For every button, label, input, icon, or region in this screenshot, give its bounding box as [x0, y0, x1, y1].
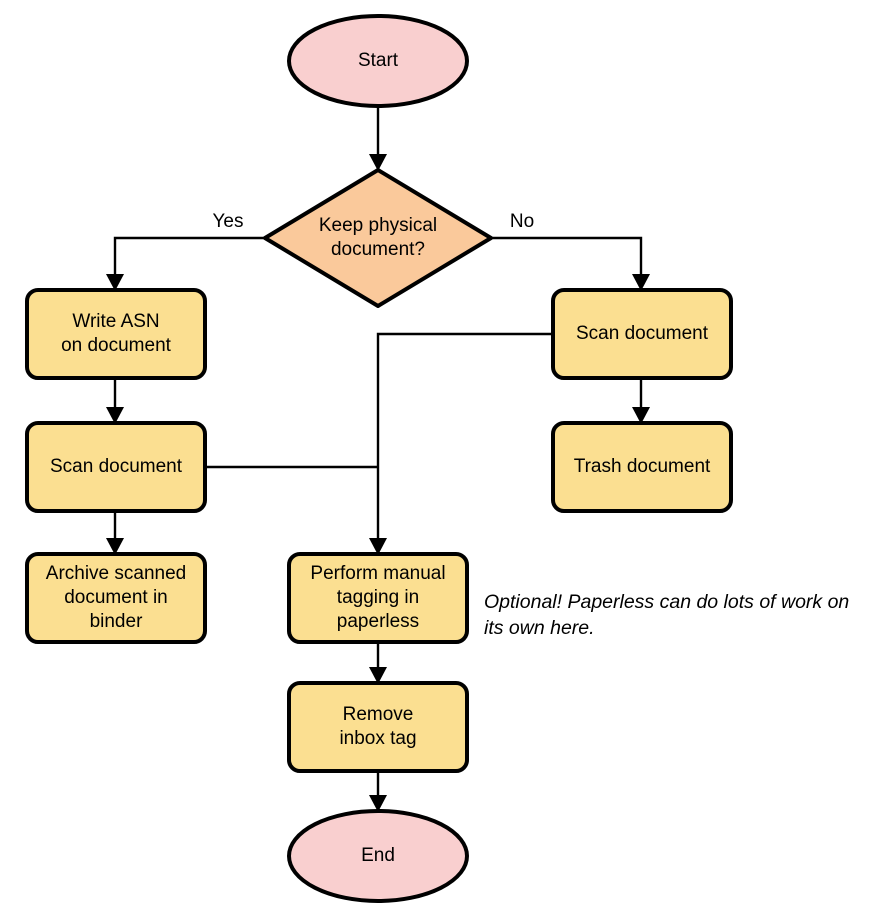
node-shape-rect: [551, 288, 733, 380]
edge-path: [113, 236, 265, 290]
edge-arrowhead: [632, 407, 650, 424]
node-shape-rect: [25, 421, 207, 513]
node-label-start: Start: [358, 50, 399, 71]
annotation-optional-note: Optional! Paperless can do lots of work …: [484, 591, 849, 639]
edge-arrowhead: [106, 407, 124, 424]
edge-scan-right-to-trash: [632, 378, 650, 424]
edge-path: [491, 236, 643, 290]
node-scan-document-left[interactable]: Scan document: [25, 421, 207, 513]
edge-label-no: No: [510, 211, 534, 232]
edge-arrowhead: [369, 154, 387, 171]
node-start[interactable]: Start: [287, 14, 469, 108]
edge-scan-left-to-archive: [106, 511, 124, 555]
edge-arrowhead: [106, 538, 124, 555]
node-shape-ellipse: [287, 809, 469, 903]
node-end[interactable]: End: [287, 809, 469, 903]
node-shape-ellipse: [287, 14, 469, 108]
edge-decision-yes-to-write-asn: Yes: [106, 211, 265, 291]
node-shape-rect: [25, 552, 207, 644]
edge-arrowhead: [632, 274, 650, 291]
annotations-layer: Optional! Paperless can do lots of work …: [484, 591, 849, 639]
edges-layer: Yes No: [106, 106, 650, 812]
node-label-scan-document-right: Scan document: [576, 323, 709, 344]
edge-decision-no-to-scan-right: No: [491, 211, 650, 291]
node-shape-rect: [287, 681, 469, 773]
node-shape-rect: [551, 421, 733, 513]
node-shape-diamond: [263, 168, 493, 308]
edge-arrowhead: [369, 538, 387, 555]
edge-arrowhead: [106, 274, 124, 291]
node-label-end: End: [361, 845, 395, 866]
edge-arrowhead: [369, 667, 387, 684]
node-trash-document[interactable]: Trash document: [551, 421, 733, 513]
edge-arrowhead: [369, 795, 387, 812]
edge-label-yes: Yes: [213, 211, 244, 232]
edge-manual-tagging-to-remove-inbox: [369, 642, 387, 684]
node-label-scan-document-left: Scan document: [50, 456, 183, 477]
node-label-trash-document: Trash document: [574, 456, 711, 477]
edge-write-asn-to-scan-left: [106, 378, 124, 424]
edge-scan-right-to-manual-tagging: [369, 332, 553, 555]
edge-start-to-decision: [369, 106, 387, 171]
edge-remove-inbox-to-end: [369, 771, 387, 812]
node-shape-rect: [287, 552, 469, 644]
node-scan-document-right[interactable]: Scan document: [551, 288, 733, 380]
node-shape-rect: [25, 288, 207, 380]
edge-path: [376, 332, 553, 554]
